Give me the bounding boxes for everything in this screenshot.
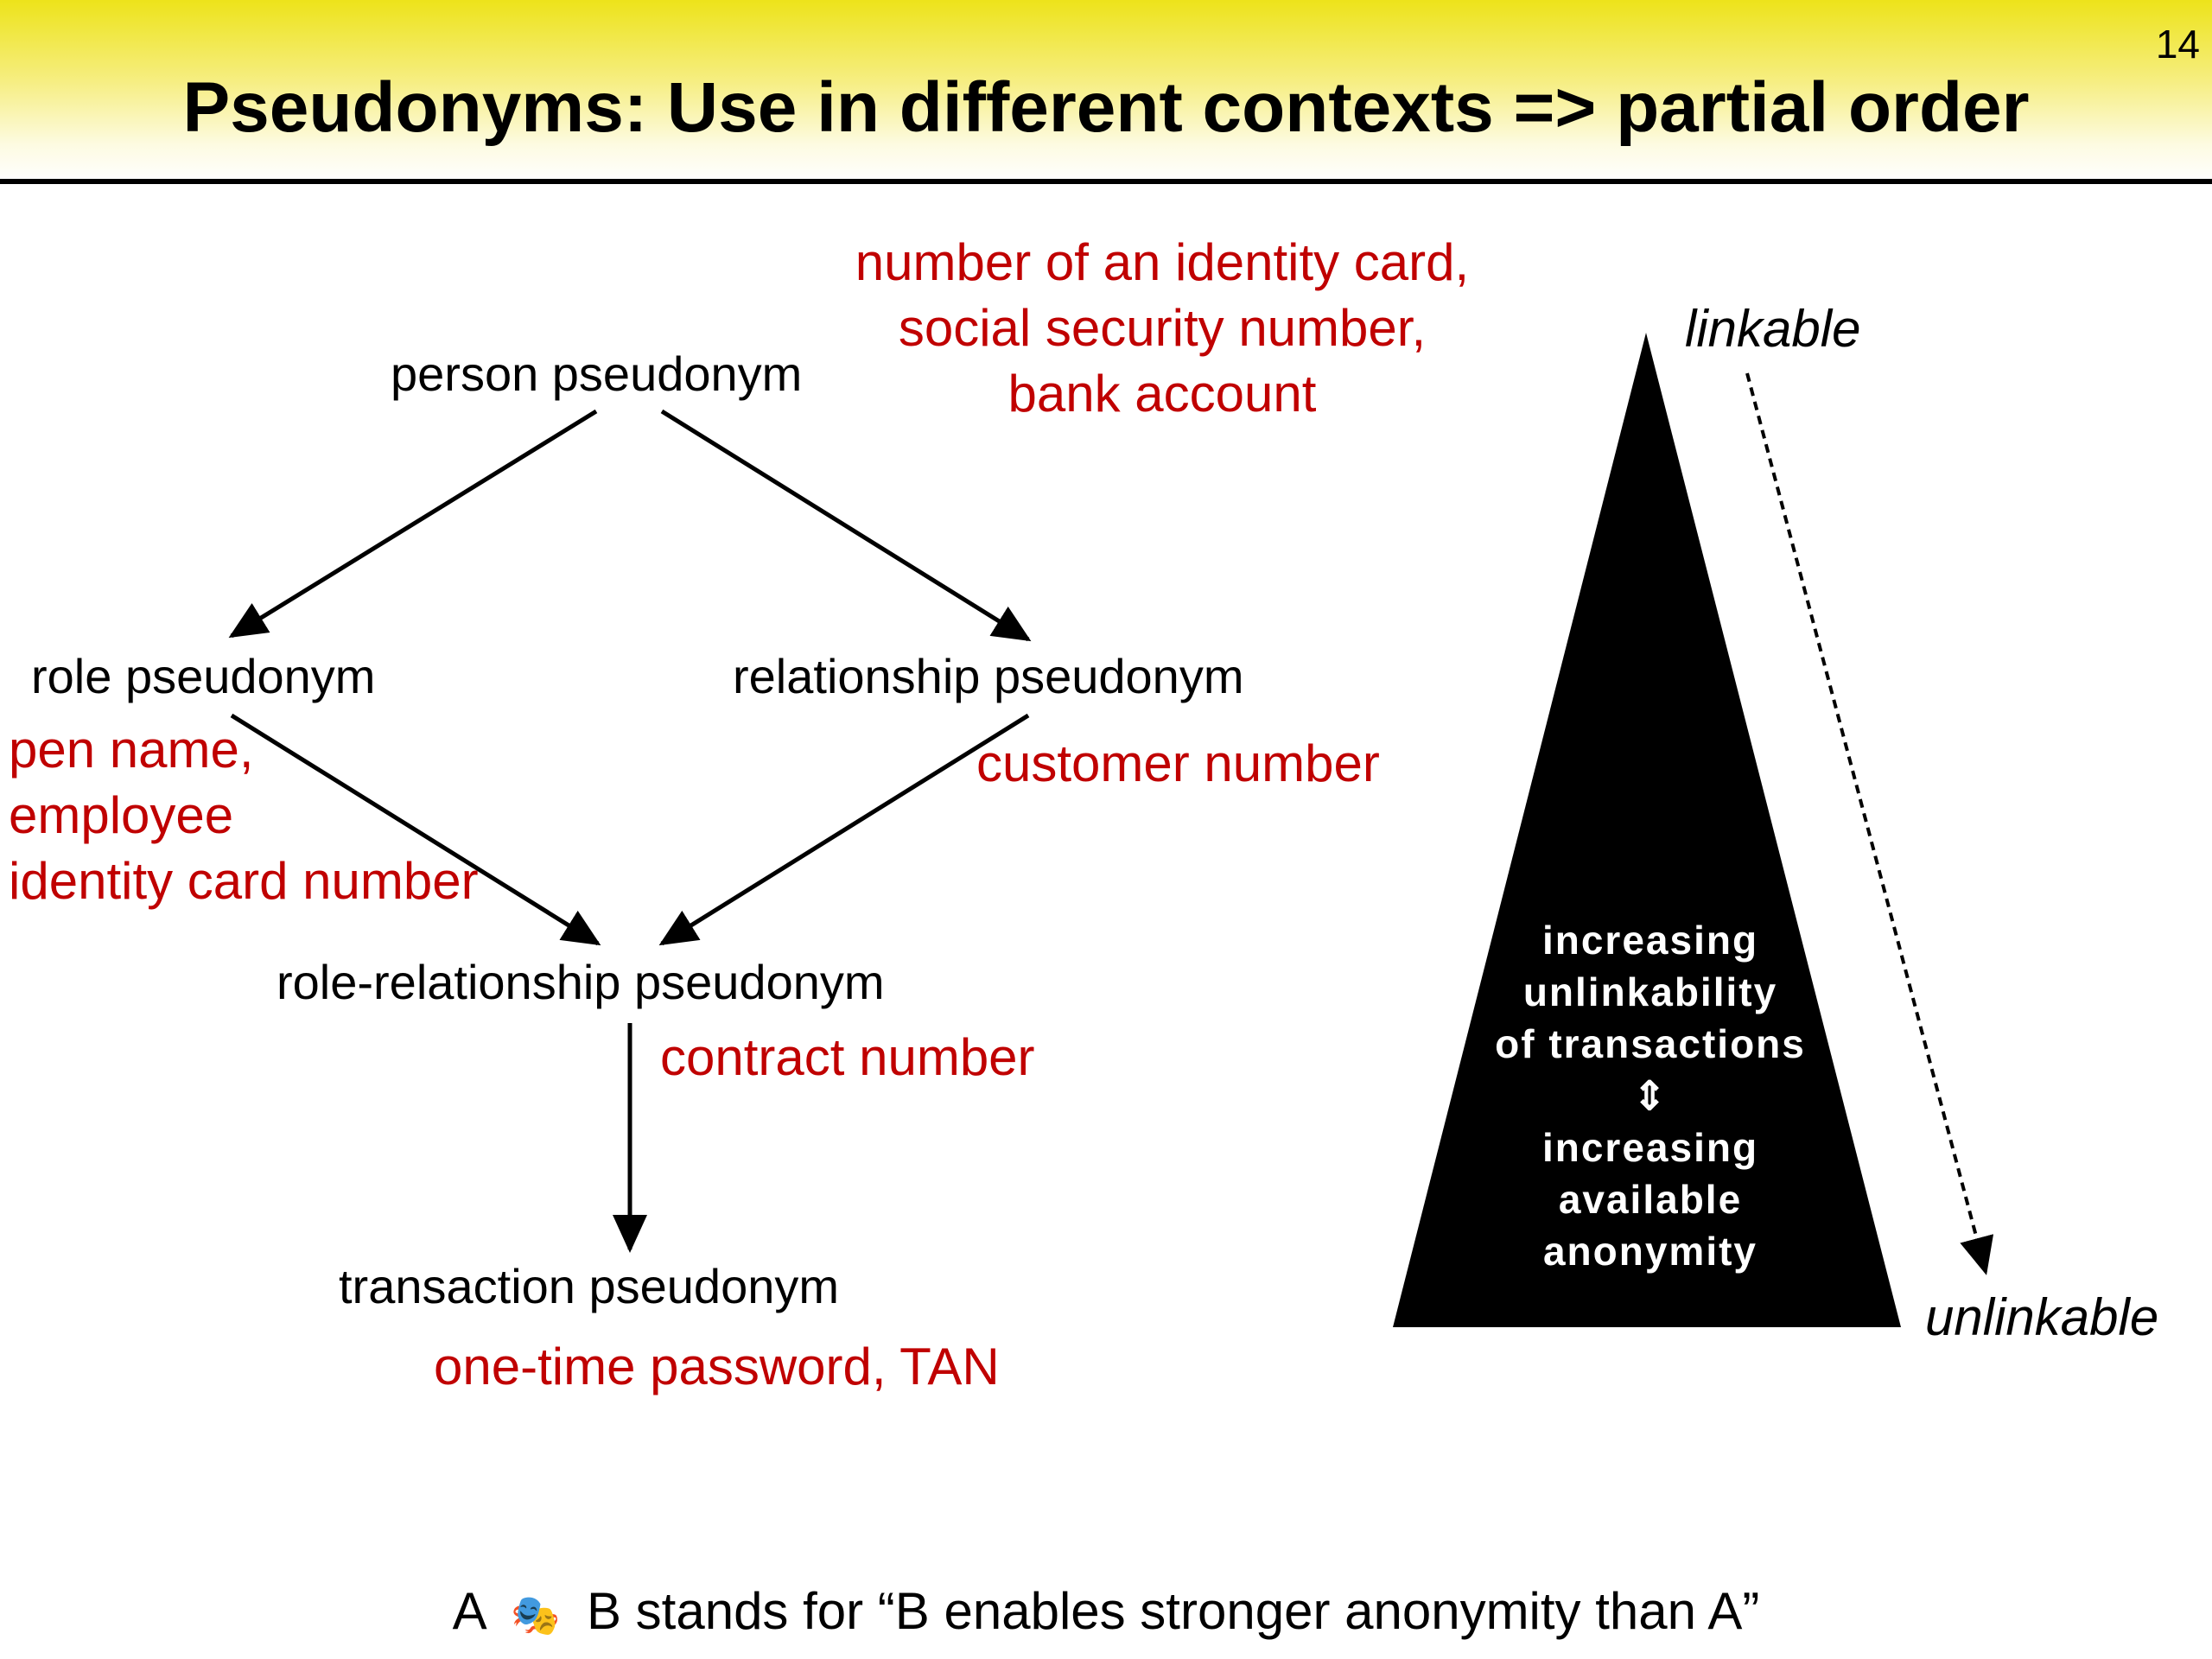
- person-pseudonym-node: person pseudonym: [391, 346, 803, 401]
- triangle-line: increasing: [1541, 1125, 1759, 1170]
- example-line: bank account: [1007, 365, 1317, 423]
- legend-text: B stands for “B enables stronger anonymi…: [586, 1582, 1760, 1640]
- triangle-line: anonymity: [1542, 1229, 1758, 1274]
- relationship-pseudonym-example: customer number: [976, 734, 1380, 792]
- triangle-caption: increasing unlinkability of transactions…: [1452, 914, 1849, 1277]
- arrow-relationship-to-rolerelationship: [658, 713, 1030, 946]
- person-pseudonym-examples: number of an identity card, social secur…: [812, 230, 1512, 427]
- arrow-person-to-relationship: [660, 409, 1032, 642]
- transaction-pseudonym-example: one-time password, TAN: [434, 1338, 1000, 1395]
- role-pseudonym-examples: pen name, employee identity card number: [9, 717, 479, 914]
- example-line: employee: [9, 786, 234, 844]
- anonymity-triangle: [1393, 333, 1901, 1327]
- role-relationship-pseudonym-example: contract number: [660, 1028, 1035, 1086]
- unlinkable-label: unlinkable: [1925, 1288, 2159, 1346]
- equivalence-icon: ⇕: [1632, 1073, 1669, 1118]
- triangle-line: unlinkability: [1522, 969, 1778, 1014]
- example-line: social security number,: [898, 299, 1427, 357]
- arrow-role-to-rolerelationship: [230, 713, 601, 946]
- legend-a: A: [452, 1582, 485, 1640]
- legend: A 🎭 B stands for “B enables stronger ano…: [0, 1581, 2212, 1641]
- slide-number: 14: [2155, 22, 2200, 67]
- linkability-dotted-arrow: [1745, 372, 1994, 1275]
- relationship-pseudonym-node: relationship pseudonym: [733, 649, 1244, 703]
- triangle-line: increasing: [1541, 918, 1759, 963]
- linkable-label: linkable: [1685, 300, 1861, 358]
- role-pseudonym-node: role pseudonym: [31, 649, 376, 703]
- example-line: identity card number: [9, 852, 479, 910]
- header-divider: [0, 179, 2212, 184]
- example-line: number of an identity card,: [855, 233, 1470, 291]
- example-line: pen name,: [9, 721, 254, 779]
- transaction-pseudonym-node: transaction pseudonym: [339, 1259, 840, 1313]
- slide-header: [0, 0, 2212, 181]
- arrow-person-to-role: [228, 409, 598, 639]
- masks-icon: 🎭: [511, 1592, 561, 1637]
- triangle-line: of transactions: [1495, 1021, 1806, 1066]
- triangle-line: available: [1558, 1177, 1743, 1222]
- role-relationship-pseudonym-node: role-relationship pseudonym: [276, 955, 885, 1009]
- slide-title: Pseudonyms: Use in different contexts =>…: [182, 68, 2030, 147]
